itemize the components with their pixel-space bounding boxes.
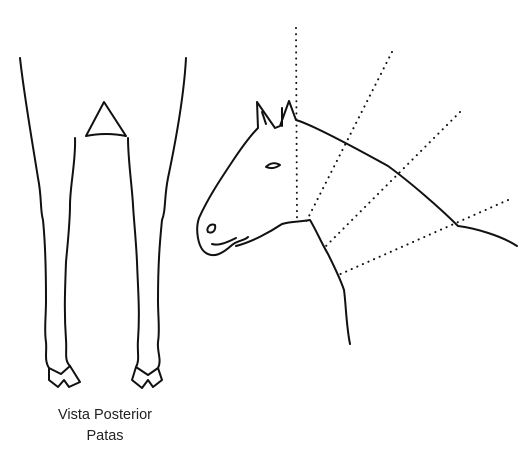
eye — [266, 163, 280, 168]
dotted-line-4 — [336, 200, 508, 276]
hind-legs-rear-view — [20, 58, 186, 388]
left-leg-outer-contour — [20, 58, 49, 368]
dotted-line-vertical — [296, 28, 297, 222]
right-leg-inner-contour — [128, 138, 139, 367]
caption-line-2: Patas — [0, 426, 210, 446]
head-neck-outline — [197, 101, 517, 255]
dotted-angle-lines — [296, 28, 508, 276]
tail — [86, 102, 126, 136]
right-leg-outer-contour — [158, 58, 186, 368]
jaw-throat-line — [236, 220, 350, 344]
horse-head-side-view — [197, 101, 517, 344]
right-hoof — [132, 367, 162, 388]
dotted-line-2 — [306, 52, 392, 222]
nostril — [207, 225, 215, 233]
caption-line-1: Vista Posterior — [0, 405, 210, 425]
left-leg-inner-contour — [65, 138, 75, 366]
left-hoof — [49, 366, 80, 387]
dotted-line-3 — [326, 112, 460, 246]
